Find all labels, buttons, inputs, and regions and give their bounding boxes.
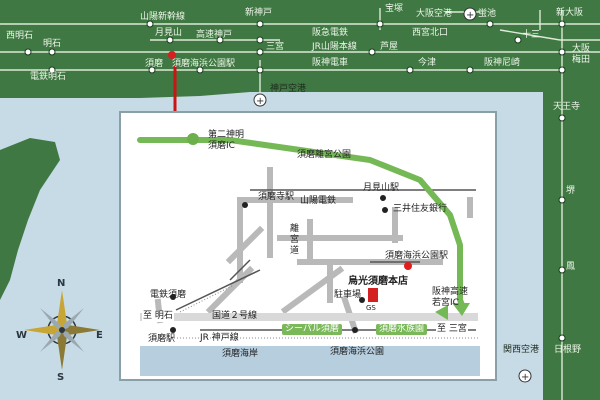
label-tsukimiyama: 月見山 [155,28,183,38]
store-marker [368,288,378,302]
suma-ic-node [187,133,199,145]
label-tennoji: 天王寺 [553,102,581,112]
label-sakai: 堺 [566,186,576,196]
route2-road [140,313,478,321]
compass-w-label: W [16,330,28,341]
highway-arrow-head [452,303,470,316]
tsukimiyama-marker [168,51,176,59]
label-nishiakashi: 西明石 [6,31,34,41]
awaji-island [0,138,60,300]
label-tsukimiyama-eki: 月見山駅 [363,183,400,193]
label-wakamiya-ic: 若宮IC [432,298,459,308]
label-suma-eki: 須磨駅 [148,334,176,344]
east-land-strip [543,80,600,400]
label-suma-ic: 須磨IC [208,141,235,151]
label-dentetsu-suma: 電鉄須磨 [150,290,187,300]
svg-text:+: + [256,96,264,107]
label-takarazuka: 宝塚 [385,4,404,14]
label-to-sannomiya: 至 三宮 [436,324,468,335]
label-karasuma: 烏光須磨本店 [348,276,408,287]
sumakaihin-station-dot [404,262,412,270]
label-sanyo-shinkansen: 山陽新幹線 [140,12,186,22]
label-seapal: シーパル須磨 [282,324,342,335]
label-shin-osaka: 新大阪 [556,8,584,18]
label-imazu: 今津 [418,58,437,68]
label-gs: GS [366,304,376,312]
label-sumakaihin-eki: 須磨海浜公園駅 [385,251,449,261]
label-sumadera-eki: 須磨寺駅 [258,192,295,202]
label-sumakaihin-koen: 須磨海浜公園 [330,347,385,357]
svg-text:+: + [466,10,474,21]
label-jr-line: JR山陽本線 [312,42,357,52]
label-ootori: 鳳 [566,262,576,272]
overview-station-dots [24,20,566,342]
coast-band [140,346,480,376]
compass-rose [24,290,100,370]
direction-arrow [435,305,448,320]
label-sanyo-dentetsu: 山陽電鉄 [300,196,337,206]
label-nishinomiya-kita: 西宮北口 [412,28,449,38]
label-ashiya: 芦屋 [380,42,399,52]
label-rikyudo: 離 宮 道 [290,224,300,256]
label-hanshin-line: 阪神電車 [312,58,349,68]
label-kousoku-kobe: 高速神戸 [196,30,233,40]
label-sumakaihin: 須磨海浜公園駅 [172,59,236,69]
compass-e-label: E [96,330,103,341]
label-kobe-line: JR 神戸線 [200,333,239,343]
label-juso: 十三 [522,30,541,40]
label-aquarium: 須磨水族園 [376,324,428,335]
label-osaka-umeda: 大阪 梅田 [572,44,591,65]
label-kobe-airport: 神戸空港 [270,84,307,94]
label-sumarikyu: 須磨離宮公園 [297,150,352,160]
label-suma: 須磨 [145,59,164,69]
label-hankyu-line: 阪急電鉄 [312,28,349,38]
gs-dot [359,297,365,303]
label-parking: 駐車場 [334,290,362,300]
label-daini-shinmei: 第二神明 [208,130,245,140]
compass-n-label: N [57,278,66,289]
detail-rail-ties [150,285,480,339]
airport-symbols: + + + [253,7,532,383]
label-hanshin-kousoku: 阪神高速 [432,287,469,297]
label-hanshin-amagasaki: 阪神尼崎 [484,58,521,68]
highway-route [137,137,465,308]
label-mitsui: 三井住友銀行 [393,204,448,214]
label-akashi: 明石 [43,39,62,49]
label-kansai-airport: 関西空港 [503,345,540,355]
label-sannomiya: 三宮 [266,42,285,52]
label-hineno: 日根野 [554,345,582,355]
label-osaka-airport: 大阪空港 [416,9,453,19]
label-to-akashi: 至 明石 [142,311,174,322]
label-hotarugaike: 蛍池 [478,9,497,19]
label-dentetsu-akashi: 電鉄明石 [30,72,67,82]
label-shin-kobe: 新神戸 [245,8,273,18]
compass-s-label: S [57,372,65,383]
svg-text:+: + [521,372,529,383]
label-route2: 国道２号線 [212,311,258,321]
label-suma-kaigan: 須磨海岸 [222,349,259,359]
